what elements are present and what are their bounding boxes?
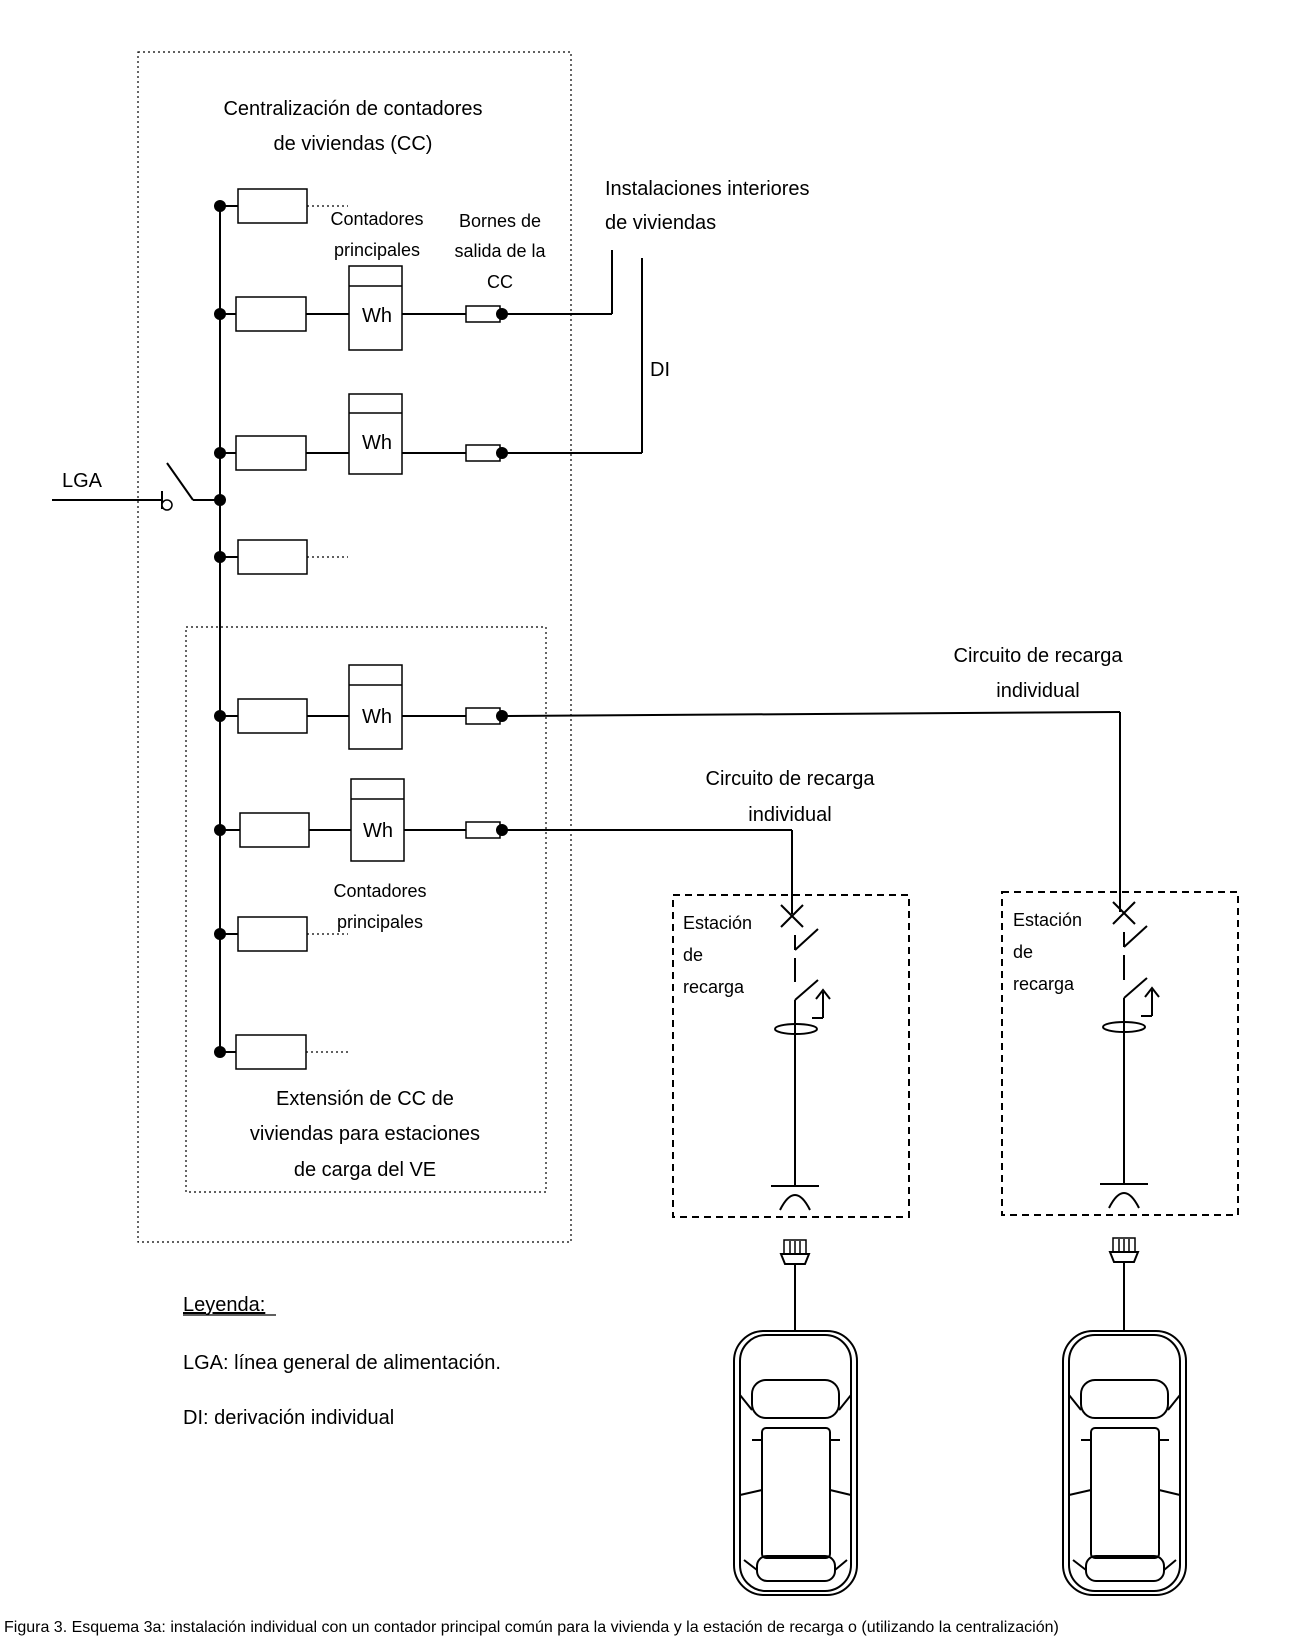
instalaciones-line1: Instalaciones interiores (605, 178, 810, 200)
di-label: DI (650, 359, 670, 381)
bornes-line3: CC (487, 272, 513, 292)
estacion-right-line3: recarga (1013, 974, 1075, 994)
bornes-line2: salida de la (454, 241, 546, 261)
estacion-left-line3: recarga (683, 977, 745, 997)
electric-car-right (1062, 1330, 1187, 1596)
electric-car-left (733, 1330, 858, 1596)
extension-enclosure (185, 626, 547, 1193)
cc-title-line1: Centralización de contadores (223, 98, 482, 120)
ev-plug-left (779, 1239, 811, 1331)
branch-spare-1 (214, 188, 348, 224)
branch-vivienda-2: Wh (214, 258, 643, 475)
estacion-left-line1: Estación (683, 913, 752, 933)
contadores-top-line1: Contadores (330, 209, 423, 229)
circuito-left-line2: individual (748, 804, 831, 826)
cc-title-line2: de viviendas (CC) (274, 133, 433, 155)
lga-label: LGA (62, 470, 103, 492)
charging-station-right (1001, 891, 1239, 1216)
branch-ev-1: Wh (214, 664, 1121, 912)
legend-di: DI: derivación individual (183, 1407, 394, 1429)
instalaciones-line2: de viviendas (605, 212, 716, 234)
estacion-right-line2: de (1013, 942, 1033, 962)
extension-line2: viviendas para estaciones (250, 1123, 480, 1145)
branch-ev-2: Wh (214, 778, 793, 914)
contadores-top-line2: principales (334, 240, 420, 260)
estacion-right-line1: Estación (1013, 910, 1082, 930)
meter-wh-4: Wh (363, 820, 393, 842)
branch-spare-4 (214, 1034, 348, 1070)
extension-line1: Extensión de CC de (276, 1088, 454, 1110)
meter-wh-2: Wh (362, 432, 392, 454)
branch-spare-2 (214, 539, 348, 575)
lga-switch (52, 462, 226, 511)
branch-vivienda-1: Wh (214, 250, 613, 351)
contadores-bottom-line1: Contadores (333, 881, 426, 901)
bornes-line1: Bornes de (459, 211, 541, 231)
legend-title: Leyenda: (183, 1294, 265, 1316)
charging-station-left (672, 894, 910, 1218)
meter-wh-1: Wh (362, 305, 392, 327)
ev-plug-right (1108, 1237, 1140, 1331)
estacion-left-line2: de (683, 945, 703, 965)
legend-lga: LGA: línea general de alimentación. (183, 1352, 501, 1374)
contadores-bottom-line2: principales (337, 912, 423, 932)
branch-spare-3 (214, 916, 348, 952)
meter-wh-3: Wh (362, 706, 392, 728)
circuito-right-line2: individual (996, 680, 1079, 702)
circuito-left-line1: Circuito de recarga (706, 768, 876, 790)
circuito-right-line1: Circuito de recarga (954, 645, 1124, 667)
extension-line3: de carga del VE (294, 1159, 436, 1181)
figure-caption: Figura 3. Esquema 3a: instalación indivi… (4, 1619, 1059, 1636)
cc-enclosure (137, 51, 572, 1243)
